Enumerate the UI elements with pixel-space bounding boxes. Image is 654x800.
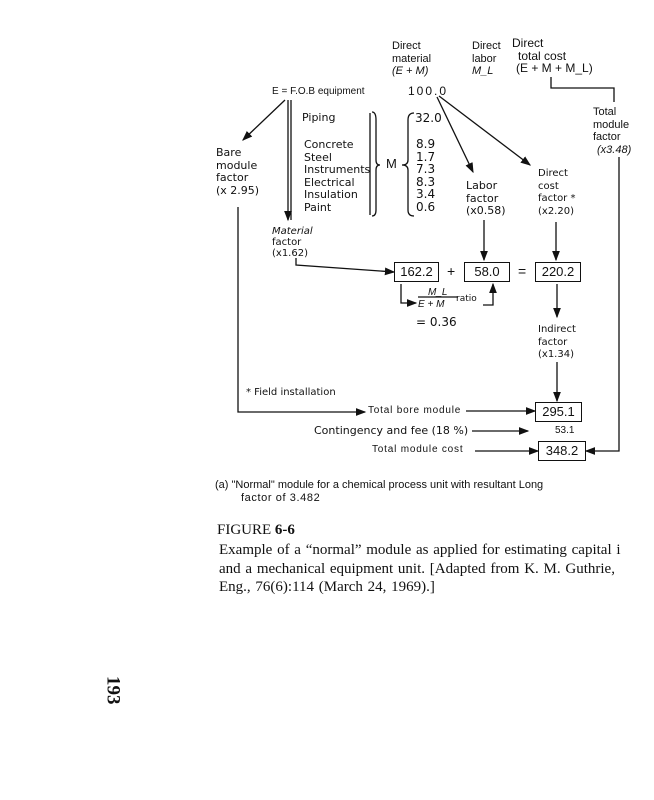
equipment-label: E = F.O.B equipment bbox=[272, 86, 365, 97]
equals-sign: = bbox=[518, 263, 527, 279]
contingency-label: Contingency and fee (18 %) bbox=[314, 424, 469, 437]
plus-sign: + bbox=[447, 263, 456, 279]
material-piping-value: 32.0 bbox=[415, 111, 442, 125]
total-module-cost-box: 348.2 bbox=[538, 441, 586, 461]
total-bare-module-label: Total bore module bbox=[368, 405, 462, 416]
material-piping-label: Piping bbox=[302, 111, 336, 124]
ratio-denominator: E + M bbox=[418, 299, 445, 310]
bare-module-box: 295.1 bbox=[535, 402, 582, 422]
material-total-box: 162.2 bbox=[394, 262, 439, 282]
labor-total-box: 58.0 bbox=[464, 262, 510, 282]
ratio-word: ratio bbox=[456, 294, 477, 304]
page-number: 193 bbox=[102, 676, 124, 705]
figure-label: FIGURE 6-6 bbox=[217, 522, 295, 538]
caption-a: (a) "Normal" module for a chemical proce… bbox=[215, 479, 544, 504]
field-installation-note: * Field installation bbox=[246, 387, 336, 398]
m-symbol: M bbox=[386, 156, 397, 171]
ratio-value: = 0.36 bbox=[416, 315, 457, 329]
ratio-numerator: M_L bbox=[428, 287, 448, 298]
direct-total-box: 220.2 bbox=[535, 262, 581, 282]
equipment-value: 100.0 bbox=[408, 84, 449, 98]
figure-caption: Example of a “normal” module as applied … bbox=[219, 542, 621, 595]
figure-number: 6-6 bbox=[274, 522, 295, 538]
total-module-cost-label: Total module cost bbox=[372, 444, 464, 455]
contingency-value: 53.1 bbox=[555, 425, 575, 436]
